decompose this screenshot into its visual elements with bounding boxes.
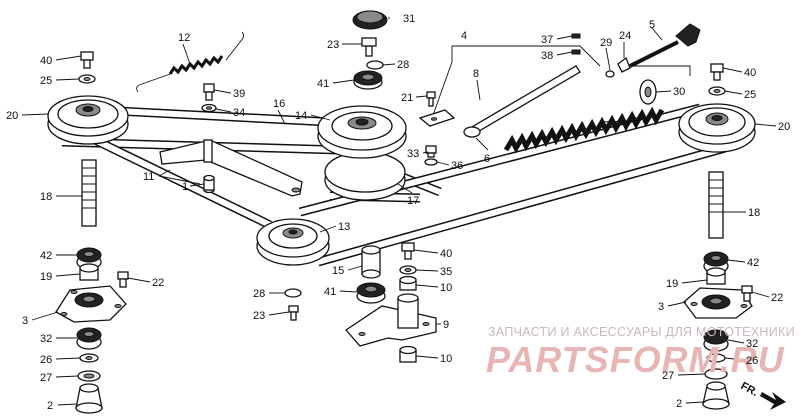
callout-c10a: 10 — [440, 282, 452, 294]
watermark: ЗАПЧАСТИ И АКСЕССУАРЫ ДЛЯ МОТОТЕХНИКИ PA… — [486, 325, 795, 380]
callout-c29: 29 — [600, 37, 612, 49]
callout-c34: 34 — [233, 107, 245, 119]
callout-c41a: 41 — [317, 78, 329, 90]
callout-c23b: 23 — [253, 310, 265, 322]
callout-c22b: 22 — [771, 292, 783, 304]
leader-lines — [21, 17, 777, 406]
callout-c39: 39 — [233, 88, 245, 100]
front-label: FR. — [739, 380, 760, 399]
spindle-left — [55, 159, 129, 414]
callout-c27b: 27 — [662, 370, 674, 382]
callout-c4: 4 — [461, 30, 467, 42]
callout-c42b: 42 — [747, 257, 759, 269]
pulley-13 — [256, 218, 330, 266]
callout-c14: 14 — [295, 110, 307, 122]
washer-36 — [424, 158, 438, 166]
spring-12 — [136, 31, 245, 93]
callout-c7: 7 — [632, 116, 638, 128]
callout-c28b: 28 — [253, 288, 265, 300]
callout-c12: 12 — [178, 32, 190, 44]
callout-c17: 17 — [407, 195, 419, 207]
washer-25-left — [78, 74, 96, 84]
bearing-41-top — [353, 70, 383, 90]
callout-c41b: 41 — [324, 286, 336, 298]
callout-c19a: 19 — [40, 271, 52, 283]
tension-arm — [159, 139, 303, 197]
callout-c16: 16 — [273, 98, 285, 110]
callout-c40b: 40 — [440, 248, 452, 260]
callout-c26b: 26 — [746, 355, 758, 367]
cap-31 — [352, 10, 388, 30]
bolt-33 — [425, 145, 437, 158]
callout-c31: 31 — [403, 13, 415, 25]
bolt-39 — [203, 83, 215, 101]
callout-c6: 6 — [484, 153, 490, 165]
watermark-tagline: ЗАПЧАСТИ И АКСЕССУАРЫ ДЛЯ МОТОТЕХНИКИ — [488, 325, 795, 339]
callout-c40a: 40 — [40, 55, 52, 67]
callout-c8: 8 — [473, 68, 479, 80]
tensioner-group-4 — [418, 23, 701, 154]
callout-c1: 1 — [182, 181, 188, 193]
callout-labels: 3123284112402539341614204821373829245307… — [6, 13, 790, 412]
washer-25-right — [708, 86, 726, 96]
callout-c3b: 3 — [658, 301, 664, 313]
callout-c10b: 10 — [440, 353, 452, 365]
center-lower-parts — [284, 242, 437, 363]
callout-c15: 15 — [332, 265, 344, 277]
spindle-right — [683, 171, 753, 410]
washer-34 — [201, 103, 217, 113]
callout-c3a: 3 — [22, 315, 28, 327]
callout-c25a: 25 — [40, 75, 52, 87]
callout-c19b: 19 — [666, 278, 678, 290]
callout-c36: 36 — [451, 160, 463, 172]
callout-c37: 37 — [541, 34, 553, 46]
front-direction-indicator: FR. — [739, 380, 786, 410]
callout-c42a: 42 — [40, 250, 52, 262]
callout-c32a: 32 — [40, 333, 52, 345]
callout-c2b: 2 — [676, 398, 682, 410]
watermark-brand: PARTSFORM.RU — [486, 339, 785, 380]
callout-c2a: 2 — [47, 400, 53, 412]
callout-c38: 38 — [541, 50, 553, 62]
bolt-40-right — [710, 63, 724, 81]
callout-c27a: 27 — [40, 372, 52, 384]
callout-c18b: 18 — [748, 207, 760, 219]
callout-c40c: 40 — [744, 67, 756, 79]
callout-c28a: 28 — [397, 59, 409, 71]
callout-c24: 24 — [619, 30, 631, 42]
callout-c21: 21 — [401, 92, 413, 104]
callout-c30: 30 — [673, 86, 685, 98]
callout-c32b: 32 — [746, 338, 758, 350]
callout-c23a: 23 — [327, 39, 339, 51]
callout-c11: 11 — [143, 171, 154, 183]
washer-28-top — [366, 60, 384, 70]
pulley-14 — [317, 105, 407, 201]
callout-c5: 5 — [649, 19, 655, 31]
bolt-23-top — [361, 37, 377, 57]
callout-c20a: 20 — [6, 110, 18, 122]
callout-c25b: 25 — [744, 89, 756, 101]
callout-c33: 33 — [407, 148, 419, 160]
callout-c35: 35 — [440, 266, 452, 278]
callout-c18a: 18 — [40, 191, 52, 203]
pulley-left — [47, 95, 129, 145]
front-arrow-icon — [760, 392, 786, 410]
pulley-right — [678, 103, 756, 153]
callout-c13: 13 — [338, 221, 350, 233]
callout-c26a: 26 — [40, 354, 52, 366]
callout-c22a: 22 — [152, 277, 164, 289]
callout-c20b: 20 — [778, 121, 790, 133]
callout-c9: 9 — [443, 319, 449, 331]
bolt-40-left — [80, 51, 94, 69]
